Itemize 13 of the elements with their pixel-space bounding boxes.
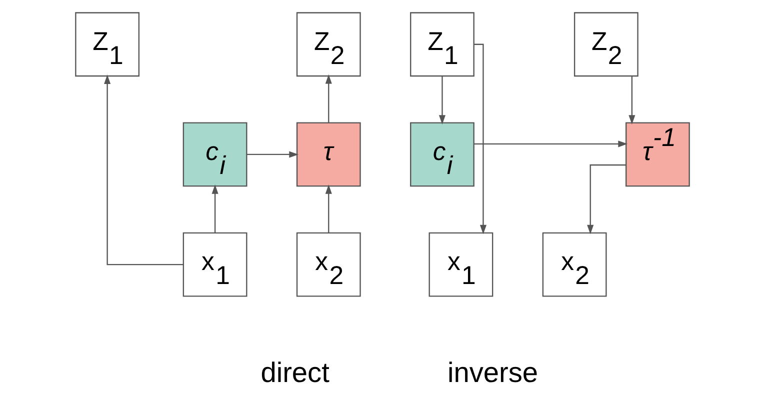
label: direct	[260, 356, 329, 388]
node-box: τ	[296, 122, 360, 187]
arrow	[474, 140, 628, 148]
arrow	[246, 151, 298, 158]
arrow	[211, 184, 218, 233]
arrow	[324, 184, 332, 233]
arrow	[324, 74, 332, 123]
arrow	[474, 44, 486, 234]
arrow	[104, 74, 183, 266]
arrow	[628, 76, 635, 124]
arrow	[438, 76, 445, 124]
label: inverse	[446, 356, 538, 388]
arrow	[586, 164, 626, 234]
